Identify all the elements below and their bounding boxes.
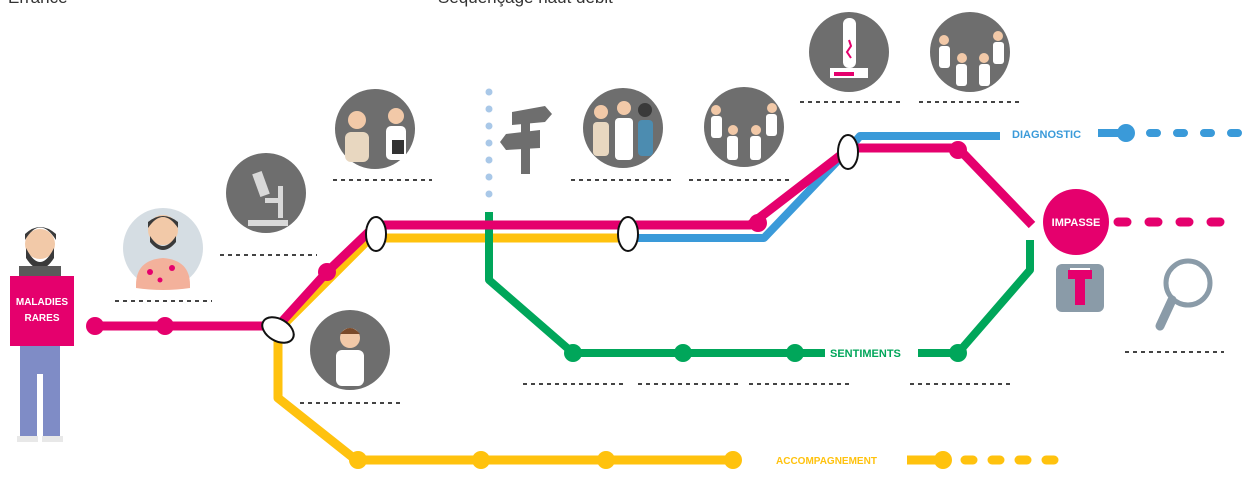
sentiments-line-return: [918, 240, 1034, 357]
medical-team-icon: [583, 88, 663, 168]
interchange-station: [837, 134, 859, 170]
main-line: [95, 143, 1036, 331]
station-sentiments: [674, 344, 692, 362]
microscope-icon: [226, 153, 306, 233]
dead-end-sign-icon: [1056, 264, 1104, 312]
sentiments-line: [485, 212, 825, 357]
sentiments-label: SENTIMENTS: [830, 348, 901, 360]
diagnostic-label: DIAGNOSTIC: [1012, 129, 1081, 141]
station-accompagnement: [597, 451, 615, 469]
caption-placeholders: [115, 101, 1224, 404]
magnifier-icon: [1155, 258, 1213, 331]
station-main: [749, 214, 767, 232]
impasse-circle: [1043, 189, 1109, 255]
errance-caption: Errance: [8, 0, 68, 8]
station-sentiments: [564, 344, 582, 362]
sign-line1: MALADIES: [16, 297, 69, 308]
station-accompagnement: [349, 451, 367, 469]
doctors-team-icon: [930, 12, 1010, 92]
impasse-label: IMPASSE: [1052, 217, 1101, 229]
sick-patient-icon: [123, 208, 203, 290]
station-accompagnement: [934, 451, 952, 469]
interchange-station: [365, 216, 387, 252]
test-tube-icon: [809, 12, 889, 92]
station-main: [318, 263, 336, 281]
sequencing-caption: Séquençage haut débit: [438, 0, 613, 8]
doctor-icon: [310, 310, 390, 390]
patient-figure-icon: [10, 227, 74, 442]
sign-line2: RARES: [24, 313, 59, 324]
station-main: [949, 141, 967, 159]
doctors-group-icon: [704, 87, 784, 167]
station-accompagnement: [724, 451, 742, 469]
signpost-icon: [500, 106, 552, 174]
station-start: [86, 317, 104, 335]
station-main: [156, 317, 174, 335]
accompagnement-label: ACCOMPAGNEMENT: [776, 456, 877, 467]
interchange-station: [261, 316, 295, 344]
station-accompagnement: [472, 451, 490, 469]
station-sentiments: [949, 344, 967, 362]
station-sentiments: [786, 344, 804, 362]
consultation-icon: [335, 89, 415, 169]
station-diagnostic: [1117, 124, 1135, 142]
interchange-station: [617, 216, 639, 252]
